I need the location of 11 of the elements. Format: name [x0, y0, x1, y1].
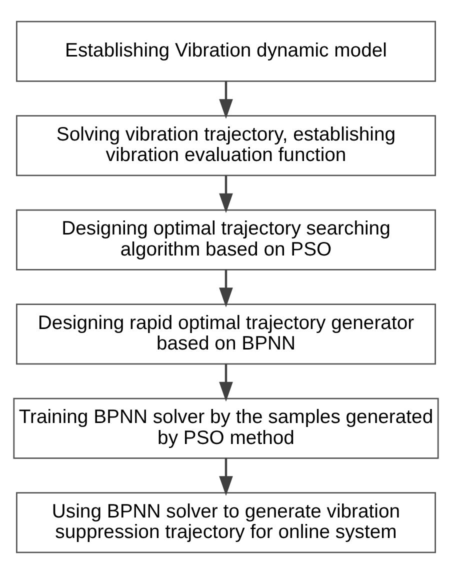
node-box: Designing rapid optimal trajectory generator based on BPNN — [16, 304, 436, 365]
node-box: Training BPNN solver by the samples generated by PSO method — [13, 398, 439, 459]
node-box: Using BPNN solver to generate vibration suppression trajectory for online system — [16, 492, 436, 554]
arrow — [219, 458, 233, 496]
node-box: Establishing Vibration dynamic model — [16, 20, 436, 82]
node-box: Solving vibration trajectory, establishing vibration evaluation function — [16, 115, 436, 176]
arrow — [219, 81, 233, 119]
node-box: Designing optimal trajectory searching algorithm based on PSO — [16, 209, 436, 270]
arrow — [219, 364, 233, 402]
arrow — [219, 175, 233, 214]
arrow — [219, 270, 233, 308]
